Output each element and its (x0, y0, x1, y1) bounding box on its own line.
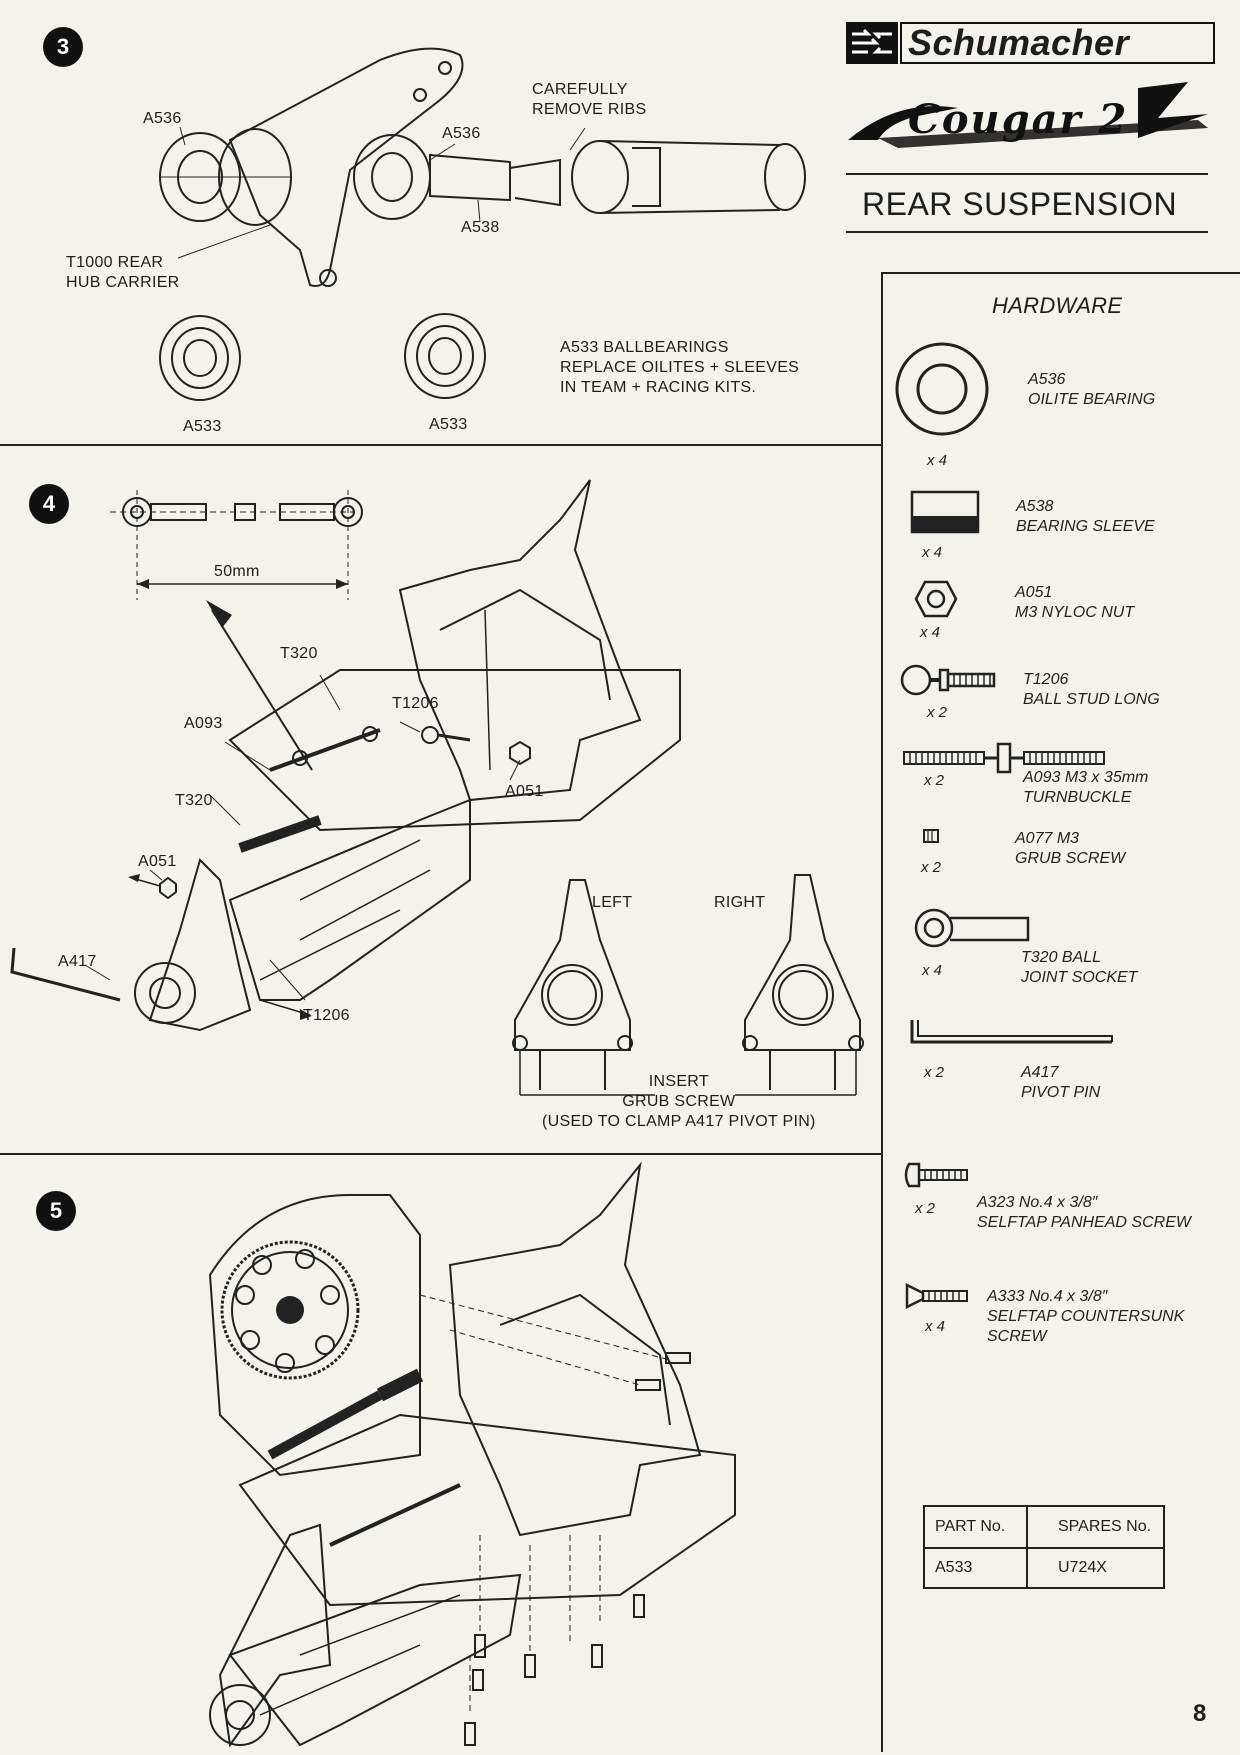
grub-screw-icon (923, 829, 939, 843)
label-remove-ribs: CAREFULLY REMOVE RIBS (532, 81, 647, 118)
title-rule-top (846, 173, 1208, 175)
panhead-screw-icon (904, 1162, 968, 1188)
model-name: Cougar 2 (908, 96, 1129, 143)
hw-name-t320: T320 BALL JOINT SOCKET (1021, 949, 1138, 986)
left-hub-carrier (512, 879, 633, 1095)
hex-nut-icon (914, 580, 958, 618)
label-insert-grub-screw: INSERT GRUB SCREW (USED TO CLAMP A417 PI… (542, 1073, 816, 1130)
washer-icon (895, 342, 989, 436)
step3-hub-carrier-drawing (159, 47, 806, 287)
hw-name-a536: A536 OILITE BEARING (1028, 371, 1156, 408)
hw-name-a333: A333 No.4 x 3/8″ SELFTAP COUNTERSUNK SCR… (987, 1288, 1185, 1345)
hw-qty-a077: x 2 (921, 859, 942, 876)
step-badge-3: 3 (43, 27, 83, 67)
divider-step3-step4 (0, 444, 881, 446)
hw-qty-t320: x 4 (922, 962, 943, 979)
hw-qty-t1206: x 2 (927, 704, 948, 721)
brand-logo: Schumacher (846, 22, 1215, 64)
label-a536-left: A536 (143, 110, 182, 127)
label-right: RIGHT (714, 894, 766, 911)
label-a533-left: A533 (183, 418, 222, 435)
hw-name-a417: A417 PIVOT PIN (1021, 1064, 1101, 1101)
label-a536-right: A536 (442, 125, 481, 142)
label-a533-right: A533 (429, 416, 468, 433)
right-hub-carrier (742, 874, 864, 1095)
hw-qty-a417: x 2 (924, 1064, 945, 1081)
label-t320-top: T320 (280, 645, 318, 662)
step5-assembly-drawing (208, 1161, 736, 1748)
hardware-title: HARDWARE (992, 293, 1123, 318)
label-t320-left: T320 (175, 792, 213, 809)
hw-name-a323: A323 No.4 x 3/8″ SELFTAP PANHEAD SCREW (977, 1194, 1191, 1231)
label-left: LEFT (592, 894, 633, 911)
divider-step4-step5 (0, 1153, 881, 1155)
hardware-panel-border (881, 272, 883, 1752)
sleeve-icon (910, 490, 980, 534)
hw-qty-a323: x 2 (915, 1200, 936, 1217)
cell-spares-no: U724X (1026, 1547, 1165, 1589)
spares-table: PART No. SPARES No. A533 U724X (923, 1505, 1165, 1589)
turnbuckle-icon (903, 742, 1105, 774)
header-spares-no: SPARES No. (1026, 1505, 1165, 1549)
title-rule-bottom (846, 231, 1208, 233)
hw-qty-a093: x 2 (924, 772, 945, 789)
hw-name-t1206: T1206 BALL STUD LONG (1023, 671, 1160, 708)
hw-name-a051: A051 M3 NYLOC NUT (1015, 584, 1135, 621)
label-50mm: 50mm (214, 563, 260, 580)
ball-stud-icon (900, 664, 996, 696)
label-a417: A417 (58, 953, 97, 970)
label-ballbearing-note: A533 BALLBEARINGS REPLACE OILITES + SLEE… (560, 339, 800, 396)
countersunk-screw-icon (905, 1282, 968, 1310)
pivot-pin-icon (910, 1020, 1113, 1044)
ball-socket-icon (914, 908, 1030, 948)
logo-emblem-icon (846, 22, 898, 64)
label-a051-left: A051 (138, 853, 177, 870)
step4-rear-suspension-drawing (10, 479, 864, 1096)
hw-qty-a538: x 4 (922, 544, 943, 561)
header-part-no: PART No. (923, 1505, 1028, 1549)
spares-table-header: PART No. SPARES No. (923, 1505, 1165, 1549)
hw-qty-a333: x 4 (925, 1318, 946, 1335)
hw-qty-a536: x 4 (927, 452, 948, 469)
label-a538: A538 (461, 219, 500, 236)
hw-name-a093: A093 M3 x 35mm TURNBUCKLE (1023, 769, 1149, 806)
label-a051-mid: A051 (505, 783, 544, 800)
label-t1000-hub-carrier: T1000 REAR HUB CARRIER (66, 254, 180, 291)
section-title: REAR SUSPENSION (862, 186, 1178, 222)
brand-wordmark: Schumacher (900, 22, 1215, 64)
hw-name-a538: A538 BEARING SLEEVE (1016, 498, 1155, 535)
table-row: A533 U724X (923, 1547, 1165, 1589)
model-logo: Cougar 2 (838, 78, 1218, 158)
label-a093: A093 (184, 715, 223, 732)
hw-qty-a051: x 4 (920, 624, 941, 641)
step4-turnbuckle-gauge (110, 490, 363, 600)
cell-part-no: A533 (923, 1547, 1028, 1589)
page-number: 8 (1193, 1700, 1207, 1727)
hardware-panel-top (881, 272, 1240, 274)
step-badge-5: 5 (36, 1191, 76, 1231)
hw-name-a077: A077 M3 GRUB SCREW (1015, 830, 1126, 867)
step-badge-4: 4 (29, 484, 69, 524)
label-t1206-bottom: T1206 (303, 1007, 350, 1024)
step3-ballbearings (159, 313, 486, 401)
label-t1206-top: T1206 (392, 695, 439, 712)
